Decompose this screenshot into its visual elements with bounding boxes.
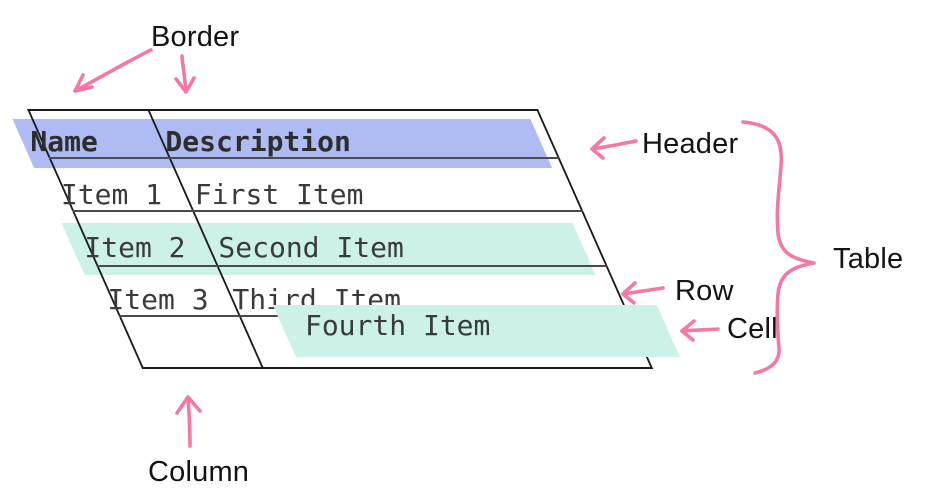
cell-second-item: Second Item	[218, 231, 404, 264]
label-column: Column	[148, 456, 250, 488]
cell-first-item: First Item	[194, 178, 364, 211]
header-arrow-icon	[590, 136, 638, 160]
border-arrow-left-icon	[73, 48, 153, 93]
table-border-bottom	[141, 367, 654, 369]
cell-item-3: Item 3	[107, 283, 209, 316]
header-cell-name: Name	[30, 125, 98, 158]
table-border-top	[27, 109, 539, 111]
border-arrow-down-icon	[174, 54, 196, 94]
row-separator	[96, 265, 609, 267]
label-table: Table	[833, 243, 904, 275]
header-cell-description: Description	[165, 125, 351, 158]
row-arrow-icon	[621, 281, 665, 305]
cell-item-1: Item 1	[60, 178, 163, 211]
label-row: Row	[675, 275, 734, 307]
label-cell: Cell	[727, 313, 778, 345]
table-graphic: Name Description Item 1 First Item Item …	[12, 109, 680, 369]
column-arrow-icon	[175, 395, 202, 448]
cell-item-2: Item 2	[84, 231, 186, 264]
label-border: Border	[151, 21, 240, 53]
label-header: Header	[642, 128, 739, 160]
cell-arrow-icon	[680, 319, 720, 342]
cell-fourth-item: Fourth Item	[304, 309, 491, 342]
